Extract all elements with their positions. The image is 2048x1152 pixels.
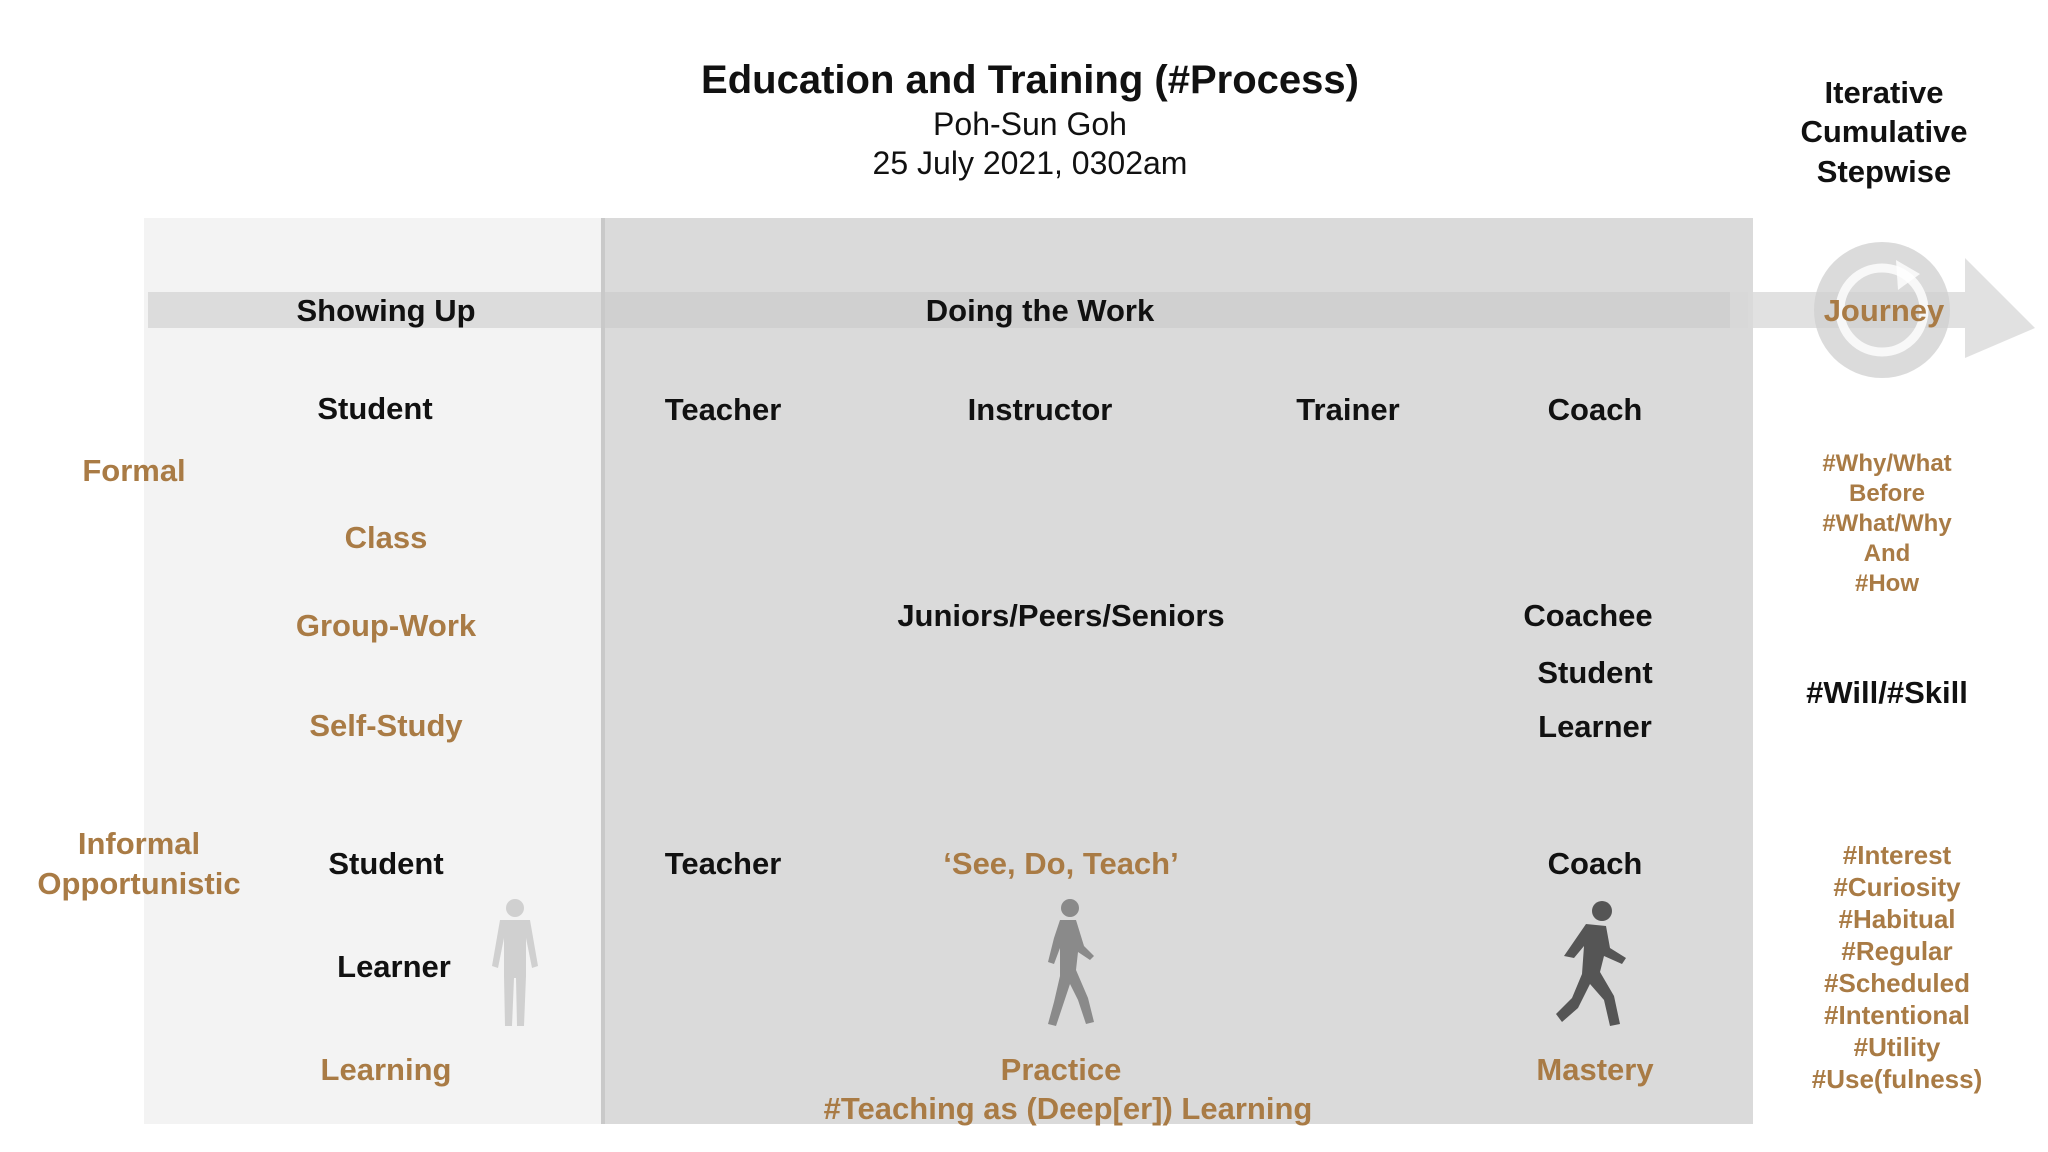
- learning-label: Learning: [320, 1052, 452, 1087]
- formal-label: Formal: [82, 453, 186, 488]
- doing-work-label: Doing the Work: [925, 293, 1155, 328]
- informal-learner: Learner: [337, 949, 451, 984]
- side-heading-stepwise: Stepwise: [1816, 154, 1952, 189]
- role-trainer: Trainer: [1296, 392, 1400, 427]
- mastery-label: Mastery: [1536, 1052, 1654, 1087]
- self-study-label: Self-Study: [309, 708, 463, 743]
- page-title: Education and Training (#Process): [701, 58, 1359, 102]
- formal-learner: Learner: [1538, 709, 1652, 744]
- hashtag-curiosity: #Curiosity: [1833, 872, 1961, 902]
- standing-person-icon: [492, 899, 538, 1026]
- teaching-as-learning-label: #Teaching as (Deep[er]) Learning: [823, 1091, 1313, 1126]
- refresh-arrow-icon: [1814, 242, 1950, 378]
- hashtag-intentional: #Intentional: [1824, 1000, 1970, 1030]
- showing-up-label: Showing Up: [296, 293, 476, 328]
- panel-divider: [601, 218, 605, 1124]
- why-what-line: #Why/What: [1822, 450, 1952, 477]
- opportunistic-label: Opportunistic: [37, 866, 241, 901]
- hashtag-utility: #Utility: [1853, 1032, 1941, 1062]
- juniors-peers-seniors: Juniors/Peers/Seniors: [897, 598, 1225, 633]
- before-line: Before: [1848, 480, 1926, 507]
- doing-work-panel: [603, 218, 1753, 1124]
- informal-teacher: Teacher: [664, 846, 782, 881]
- hashtag-habitual: #Habitual: [1838, 904, 1956, 934]
- side-heading-cumulative: Cumulative: [1800, 114, 1968, 149]
- date-text: 25 July 2021, 0302am: [872, 145, 1188, 181]
- informal-coach: Coach: [1547, 846, 1643, 881]
- hashtag-regular: #Regular: [1841, 936, 1953, 966]
- see-do-teach-label: ‘See, Do, Teach’: [943, 846, 1179, 881]
- coachee-label: Coachee: [1523, 598, 1653, 633]
- role-teacher: Teacher: [664, 392, 782, 427]
- formal-student-2: Student: [1537, 655, 1653, 690]
- walking-person-icon: [1048, 899, 1094, 1026]
- side-heading-iterative: Iterative: [1824, 75, 1944, 110]
- hashtag-scheduled: #Scheduled: [1824, 968, 1970, 998]
- informal-student: Student: [328, 846, 444, 881]
- role-coach: Coach: [1547, 392, 1643, 427]
- role-instructor: Instructor: [967, 392, 1113, 427]
- hashtag-interest: #Interest: [1842, 840, 1952, 870]
- practice-label: Practice: [1000, 1052, 1122, 1087]
- informal-label: Informal: [77, 826, 201, 861]
- journey-arrow-band: [148, 292, 1748, 328]
- how-line: #How: [1854, 570, 1920, 597]
- and-line: And: [1863, 540, 1911, 567]
- striding-person-icon: [1556, 901, 1626, 1026]
- author-name: Poh-Sun Goh: [933, 106, 1127, 142]
- showing-up-panel: [144, 218, 603, 1124]
- group-work-label: Group-Work: [295, 608, 477, 643]
- will-skill-label: #Will/#Skill: [1806, 675, 1968, 710]
- class-label: Class: [344, 520, 428, 555]
- what-why-line: #What/Why: [1822, 510, 1952, 537]
- formal-student: Student: [317, 391, 433, 426]
- hashtag-usefulness: #Use(fulness): [1811, 1064, 1983, 1094]
- journey-label: Journey: [1823, 293, 1945, 328]
